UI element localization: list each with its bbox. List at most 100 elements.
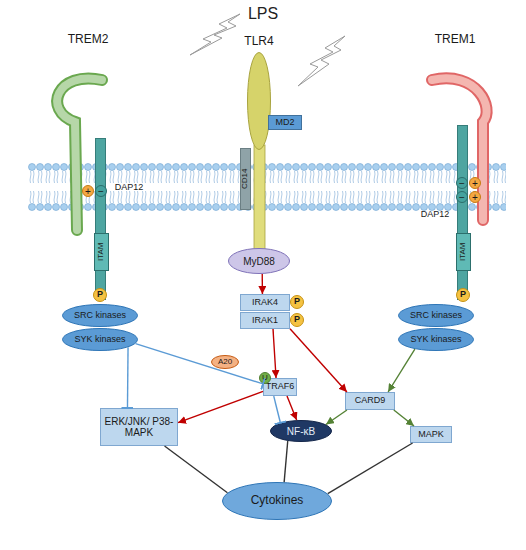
kinase-oval: SRC kinases: [398, 304, 474, 327]
node-label: DAP12: [414, 208, 456, 222]
shape-ellipse: [63, 329, 138, 351]
node-label: P: [290, 313, 304, 327]
charge-marker: −: [456, 191, 468, 203]
charge-marker: +: [469, 177, 481, 189]
charge-marker: −: [95, 185, 107, 197]
node-label: SYK kinases: [62, 328, 138, 351]
node-label: Cytokines: [222, 482, 332, 520]
kinase-box: IRAK4: [240, 294, 290, 311]
receptor: TLR4: [247, 52, 271, 150]
inhibitor-oval: A20: [211, 355, 239, 369]
inhibition-line: [136, 344, 263, 384]
shape-ellipse: [260, 373, 271, 384]
node-label: P: [290, 295, 304, 309]
shape-outline: [247, 52, 271, 150]
charge-marker: +: [82, 185, 94, 197]
phospho-marker: P: [290, 295, 304, 309]
shape-ellipse: [291, 296, 304, 309]
node-label: TLR4: [234, 34, 284, 50]
kinase-oval: SYK kinases: [398, 328, 474, 351]
adaptor-protein: ITAMDAP12: [457, 125, 468, 300]
adaptor-protein: ITAMDAP12: [95, 138, 106, 300]
node-label: −: [456, 177, 468, 189]
shape-ellipse: [63, 305, 138, 327]
signaling-box: CARD9: [345, 392, 395, 410]
inhibition-line: [127, 347, 129, 408]
node-label: IRAK1: [241, 313, 289, 328]
co-receptor-bar: CD14: [240, 148, 251, 210]
ubiquitin-marker: U: [259, 372, 271, 384]
node-label: ITAM: [95, 234, 108, 270]
node-label: TREM2: [58, 32, 118, 48]
node-label: +: [469, 177, 481, 189]
lightning-bolt: [298, 36, 345, 86]
kinase-oval: SYK kinases: [62, 328, 138, 351]
activation-arrow: [178, 391, 263, 422]
pathway-box: MAPK: [410, 426, 452, 443]
node-label: +: [469, 191, 481, 203]
node-label: TREM1: [430, 32, 480, 48]
activation-arrow: [326, 410, 347, 424]
node-label: DAP12: [109, 181, 149, 195]
node-label: MAPK: [411, 427, 451, 442]
shape-ellipse: [223, 483, 332, 520]
shape-ellipse: [399, 329, 474, 351]
kinase-oval: SRC kinases: [62, 304, 138, 327]
shape-ellipse: [212, 356, 239, 369]
shape-ellipse: [457, 289, 470, 302]
phospho-marker: P: [456, 288, 470, 302]
diagram-title: LPS: [238, 3, 288, 25]
charge-marker: +: [469, 191, 481, 203]
node-label: −: [95, 185, 107, 197]
node-label: SRC kinases: [398, 304, 474, 327]
node-label: SYK kinases: [398, 328, 474, 351]
co-receptor-box: MD2: [268, 115, 302, 130]
shape-ellipse: [457, 192, 468, 203]
shape-ellipse: [83, 186, 94, 197]
output-line: [284, 441, 288, 482]
node-label: P: [93, 288, 107, 302]
output-line: [165, 446, 228, 493]
lightning-bolt: [190, 14, 240, 55]
node-label: A20: [211, 355, 239, 369]
activation-arrow: [290, 329, 347, 392]
activation-arrow: [262, 274, 264, 294]
node-label: −: [456, 191, 468, 203]
node-label: U: [259, 372, 271, 384]
node-label: P: [456, 288, 470, 302]
node-label: ERK/JNK/ P38-MAPK: [101, 409, 177, 445]
node-label: +: [82, 185, 94, 197]
node-label: MD2: [269, 116, 301, 129]
shape-ellipse: [291, 314, 304, 327]
kinase-box: IRAK1: [240, 312, 290, 329]
node-label: MyD88: [228, 248, 290, 274]
output-oval: Cytokines: [222, 482, 332, 520]
pathway-box: ERK/JNK/ P38-MAPK: [100, 408, 178, 446]
phospho-marker: P: [290, 313, 304, 327]
shape-ellipse: [470, 192, 481, 203]
node-label: IRAK4: [241, 295, 289, 310]
output-line: [328, 443, 413, 494]
phospho-marker: P: [93, 288, 107, 302]
shape-ellipse: [94, 289, 107, 302]
node-label: SRC kinases: [62, 304, 138, 327]
activation-arrow: [273, 329, 276, 378]
transcription-factor: NF-κB: [270, 420, 332, 442]
shape-ellipse: [399, 305, 474, 327]
activation-arrow: [394, 410, 414, 426]
activation-arrow: [388, 349, 415, 392]
shape-ellipse: [470, 178, 481, 189]
activation-arrow: [287, 396, 297, 420]
shape-ellipse: [271, 421, 332, 442]
inhibition-line: [274, 396, 281, 423]
shape-ellipse: [457, 178, 468, 189]
itam-motif: ITAM: [94, 233, 109, 271]
adaptor-oval: MyD88: [228, 248, 290, 274]
charge-marker: −: [456, 177, 468, 189]
shape-ellipse: [248, 53, 271, 150]
node-label: CD14: [241, 149, 250, 209]
itam-motif: ITAM: [456, 233, 471, 271]
shape-ellipse: [96, 186, 107, 197]
